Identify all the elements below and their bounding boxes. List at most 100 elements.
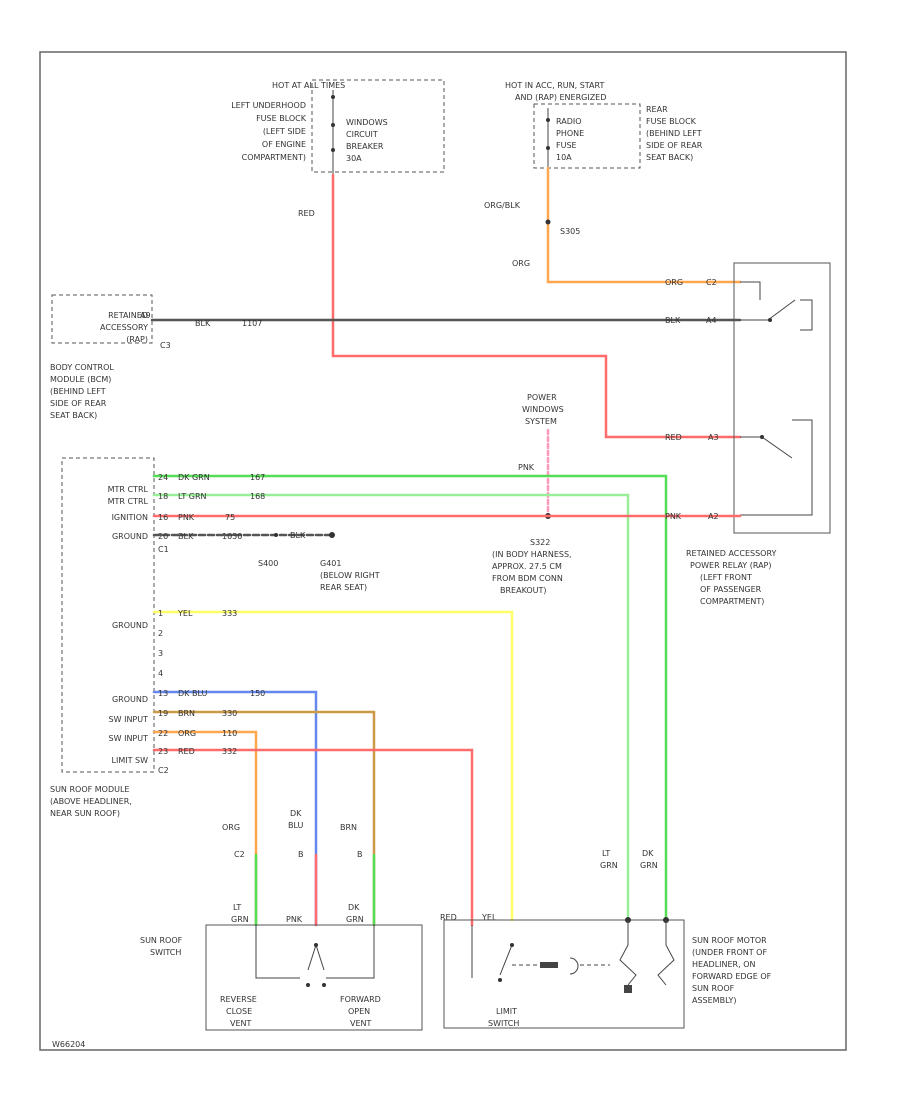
svg-text:(UNDER FRONT OF: (UNDER FRONT OF (692, 948, 767, 957)
circuit-breaker-symbol (331, 90, 335, 175)
svg-text:AND (RAP) ENERGIZED: AND (RAP) ENERGIZED (515, 93, 606, 102)
svg-text:COMPARTMENT): COMPARTMENT) (242, 153, 306, 162)
connector-a3-label: A3 (708, 433, 719, 442)
sunroof-motor-label: SUN ROOF MOTOR (UNDER FRONT OF HEADLINER… (692, 936, 772, 1005)
svg-text:GRN: GRN (640, 861, 658, 870)
sunroof-switch-contacts (255, 925, 375, 987)
switch-reverse-label: REVERSE CLOSE VENT (220, 995, 257, 1028)
svg-text:DK BLU: DK BLU (178, 689, 207, 698)
circuit-breaker-label: WINDOWS CIRCUIT BREAKER 30A (346, 118, 388, 163)
svg-text:FUSE BLOCK: FUSE BLOCK (256, 114, 307, 123)
svg-text:MODULE (BCM): MODULE (BCM) (50, 375, 111, 384)
wire-dk-blu-150 (152, 690, 318, 927)
rap-relay-box (733, 262, 831, 534)
svg-text:SWITCH: SWITCH (150, 948, 181, 957)
motor-dk-grn-label: DK GRN (640, 849, 658, 870)
svg-text:4: 4 (158, 669, 163, 678)
sunroof-dk-blu-label: DK BLU (288, 809, 304, 830)
sunroof-org-label: ORG (222, 823, 240, 832)
svg-text:BLK: BLK (178, 532, 194, 541)
svg-text:REVERSE: REVERSE (220, 995, 257, 1004)
svg-text:(IN BODY HARNESS,: (IN BODY HARNESS, (492, 550, 572, 559)
ground-g401-label: G401 (320, 559, 341, 568)
svg-text:CLOSE: CLOSE (226, 1007, 252, 1016)
radio-phone-fuse-label: RADIO PHONE FUSE 10A (556, 117, 584, 162)
splice-s400-label: S400 (258, 559, 278, 568)
svg-text:LIMIT SW: LIMIT SW (112, 756, 149, 765)
svg-text:PHONE: PHONE (556, 129, 584, 138)
svg-text:SIDE OF REAR: SIDE OF REAR (50, 399, 107, 408)
splice-s322-desc: (IN BODY HARNESS, APPROX. 27.5 CM FROM B… (492, 550, 572, 595)
svg-text:SUN ROOF: SUN ROOF (140, 936, 183, 945)
svg-text:VENT: VENT (350, 1019, 372, 1028)
svg-text:168: 168 (250, 492, 265, 501)
svg-text:GROUND: GROUND (112, 695, 148, 704)
sunroof-b-label: B (298, 850, 304, 859)
svg-text:GRN: GRN (600, 861, 618, 870)
wire-1107-label: 1107 (242, 319, 262, 328)
splice-s400-dot (274, 533, 278, 537)
switch-pnk-label: PNK (286, 915, 303, 924)
svg-text:IGNITION: IGNITION (112, 513, 148, 522)
svg-text:WINDOWS: WINDOWS (346, 118, 388, 127)
svg-text:REAR: REAR (646, 105, 668, 114)
svg-text:OPEN: OPEN (348, 1007, 370, 1016)
wire-red-label: RED (298, 209, 315, 218)
splice-s305-dot (545, 219, 551, 225)
svg-text:LT: LT (602, 849, 610, 858)
module-connector-c1: C1 (158, 545, 169, 554)
svg-text:20: 20 (158, 532, 168, 541)
svg-text:332: 332 (222, 747, 237, 756)
svg-text:PNK: PNK (178, 513, 195, 522)
sunroof-switch-box (205, 924, 423, 1031)
bcm-rap-label: RETAINED ACCESSORY (RAP) (100, 311, 148, 344)
svg-text:SIDE OF REAR: SIDE OF REAR (646, 141, 703, 150)
svg-text:ASSEMBLY): ASSEMBLY) (692, 996, 736, 1005)
svg-text:HEADLINER, ON: HEADLINER, ON (692, 960, 756, 969)
svg-text:150: 150 (250, 689, 265, 698)
bcm-connector: C3 (160, 341, 171, 350)
fuse-right-location: REAR FUSE BLOCK (BEHIND LEFT SIDE OF REA… (646, 105, 703, 162)
diagram-code: W66204 (52, 1040, 85, 1049)
switch-dk-grn-label: DK GRN (346, 903, 364, 924)
wire-red-main (331, 173, 742, 439)
svg-text:19: 19 (158, 709, 168, 718)
rap-relay-label: RETAINED ACCESSORY POWER RELAY (RAP) (LE… (686, 549, 777, 606)
svg-text:23: 23 (158, 747, 168, 756)
svg-text:POWER: POWER (527, 393, 557, 402)
svg-text:SEAT BACK): SEAT BACK) (646, 153, 693, 162)
bcm-box (51, 294, 153, 344)
svg-text:FUSE BLOCK: FUSE BLOCK (646, 117, 697, 126)
svg-text:3: 3 (158, 649, 163, 658)
sunroof-module-label: SUN ROOF MODULE (ABOVE HEADLINER, NEAR S… (50, 785, 132, 818)
module-row-label: MTR CTRL (108, 485, 149, 494)
svg-text:COMPARTMENT): COMPARTMENT) (700, 597, 764, 606)
wire-lt-grn-168 (152, 493, 630, 922)
svg-text:RETAINED ACCESSORY: RETAINED ACCESSORY (686, 549, 777, 558)
splice-s305-label: S305 (560, 227, 580, 236)
svg-text:FUSE: FUSE (556, 141, 577, 150)
svg-text:SEAT BACK): SEAT BACK) (50, 411, 97, 420)
module-rows: MTR CTRL 24 DK GRN 167 MTR CTRL 18 LT GR… (108, 473, 266, 765)
bcm-pin: A9 (140, 311, 151, 320)
svg-text:(ABOVE HEADLINER,: (ABOVE HEADLINER, (50, 797, 132, 806)
sunroof-switch-label: SUN ROOF SWITCH (140, 936, 183, 957)
module-connector-c2: C2 (158, 766, 169, 775)
svg-text:SUN ROOF MOTOR: SUN ROOF MOTOR (692, 936, 767, 945)
motor-assembly-box (443, 919, 685, 1029)
svg-text:ACCESSORY: ACCESSORY (100, 323, 148, 332)
wire-org-blk-label: ORG/BLK (484, 201, 521, 210)
svg-text:RED: RED (178, 747, 195, 756)
svg-text:SWITCH: SWITCH (488, 1019, 519, 1028)
splice-s322-label: S322 (530, 538, 550, 547)
svg-text:GRN: GRN (231, 915, 249, 924)
svg-text:REAR SEAT): REAR SEAT) (320, 583, 367, 592)
svg-text:ORG: ORG (178, 729, 196, 738)
fuse-right-symbol (546, 108, 550, 168)
svg-text:(LEFT FRONT: (LEFT FRONT (700, 573, 752, 582)
switch-forward-label: FORWARD OPEN VENT (340, 995, 381, 1028)
svg-text:CIRCUIT: CIRCUIT (346, 130, 378, 139)
wire-red-c2-label: RED (665, 433, 682, 442)
svg-text:333: 333 (222, 609, 237, 618)
wire-red-332 (152, 748, 474, 927)
